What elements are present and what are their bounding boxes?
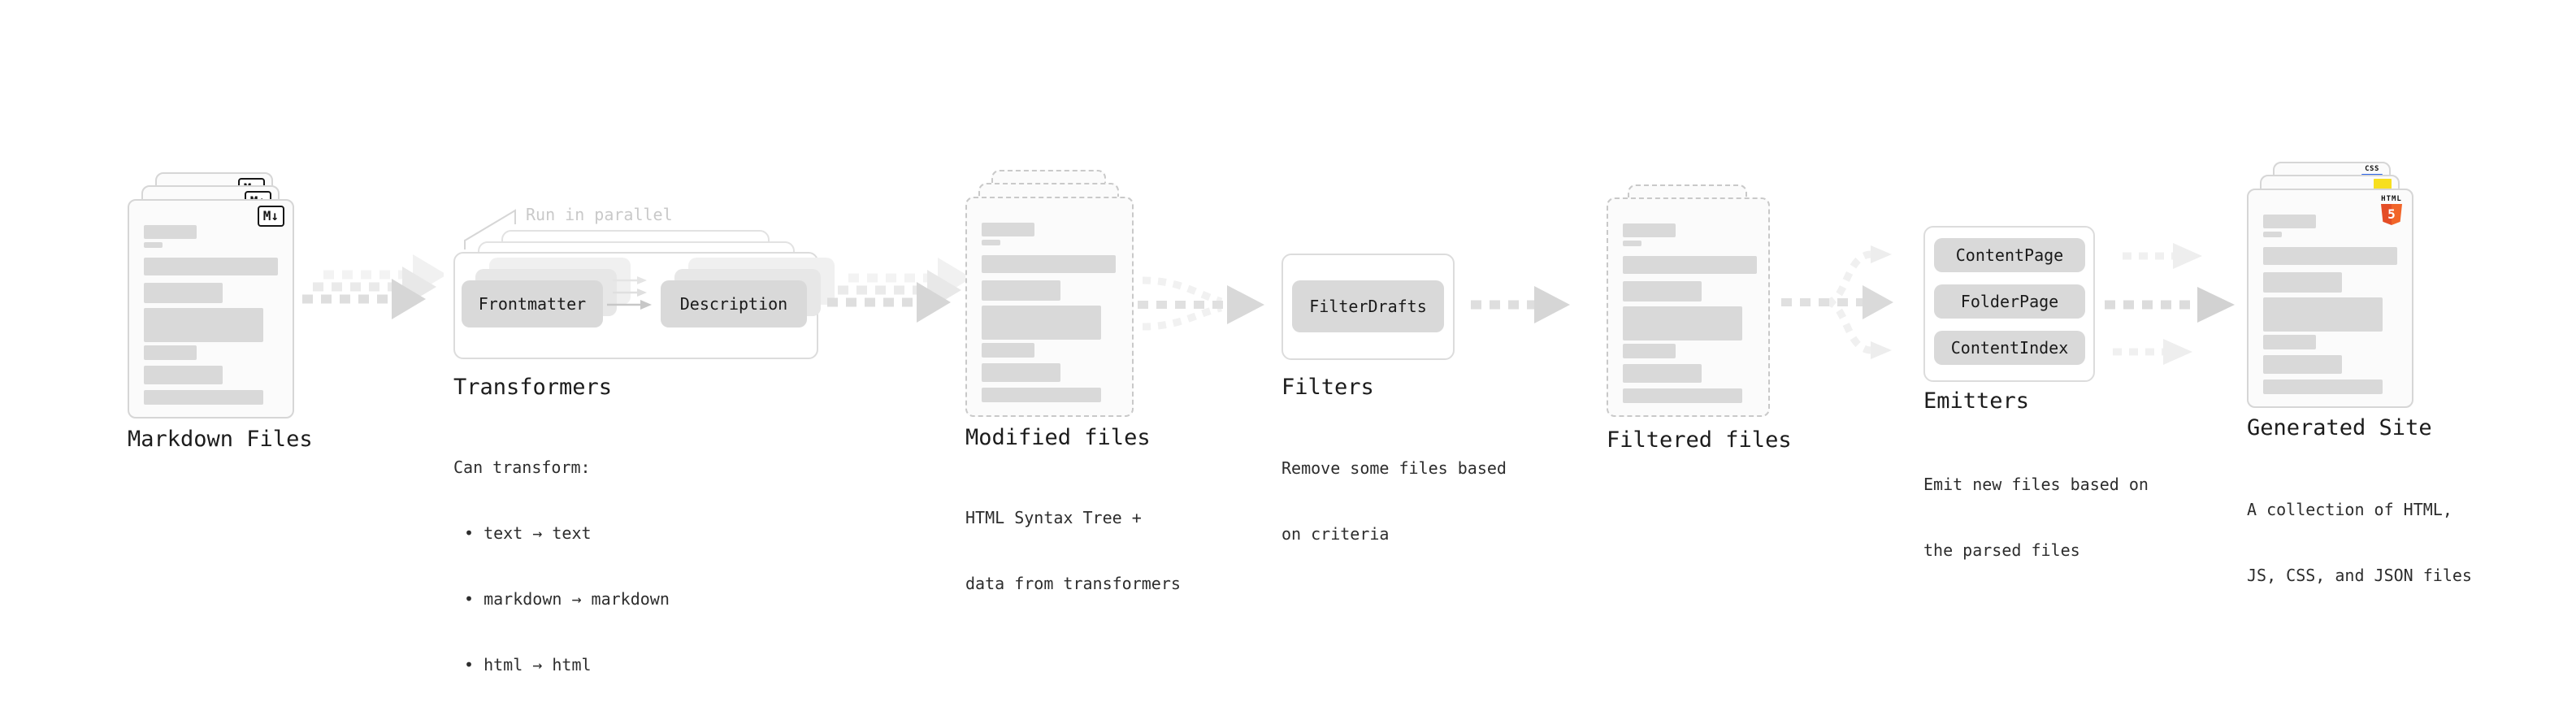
skeleton-text-bar xyxy=(982,363,1060,382)
skeleton-text-bar xyxy=(144,242,163,248)
plugin-contentpage: ContentPage xyxy=(1934,238,2085,272)
skeleton-text-bar xyxy=(982,343,1034,358)
stage-title: Generated Site xyxy=(2247,415,2432,440)
caption-line: • text → text xyxy=(464,523,592,543)
skeleton-text-bar xyxy=(144,283,223,303)
caption-line: Emit new files based on xyxy=(1923,475,2149,494)
skeleton-text-bar xyxy=(982,388,1101,402)
skeleton-text-bar xyxy=(1623,306,1742,340)
parallel-flow-arrows-icon xyxy=(302,254,444,319)
caption-line: A collection of HTML, xyxy=(2247,500,2452,519)
skeleton-text-bar xyxy=(144,258,278,275)
stage-title: Transformers xyxy=(453,375,613,400)
skeleton-text-bar xyxy=(1623,281,1702,301)
skeleton-text-bar xyxy=(2263,297,2383,332)
parallel-note: Run in parallel xyxy=(526,205,673,224)
emit-arrow-icon xyxy=(2113,339,2192,365)
skeleton-text-bar xyxy=(2263,232,2282,237)
skeleton-text-bar xyxy=(1623,388,1742,403)
skeleton-text-bar xyxy=(1623,223,1676,237)
plugin-folderpage: FolderPage xyxy=(1934,284,2085,319)
plugin-contentindex: ContentIndex xyxy=(1934,331,2085,365)
skeleton-text-bar xyxy=(2263,247,2397,265)
skeleton-text-bar xyxy=(1623,364,1702,383)
parallel-flow-arrows-icon xyxy=(827,258,969,323)
skeleton-text-bar xyxy=(1623,344,1676,358)
skeleton-text-bar xyxy=(144,390,263,405)
transform-step-arrows-icon xyxy=(607,276,652,310)
merge-arrow-icon xyxy=(1138,276,1264,331)
plugin-description: Description xyxy=(661,280,807,327)
skeleton-text-bar xyxy=(144,345,197,360)
skeleton-text-bar xyxy=(2263,355,2342,374)
skeleton-text-bar xyxy=(144,366,223,384)
plugin-frontmatter: Frontmatter xyxy=(462,280,603,327)
skeleton-text-bar xyxy=(144,225,197,239)
skeleton-text-bar xyxy=(982,240,1000,245)
file-card-front xyxy=(965,197,1134,417)
skeleton-text-bar xyxy=(144,308,263,342)
split-arrow-icon xyxy=(1781,245,1893,359)
skeleton-text-bar xyxy=(2263,335,2316,349)
file-card-front xyxy=(1607,197,1770,417)
skeleton-text-bar xyxy=(982,255,1116,273)
stage-caption: Emit new files based on the parsed files xyxy=(1923,430,2149,605)
caption-line: Can transform: xyxy=(453,458,591,477)
skeleton-text-bar xyxy=(1623,256,1757,274)
file-card-front: M↓ xyxy=(128,199,294,419)
stage-title: Markdown Files xyxy=(128,427,313,452)
emit-arrow-icon xyxy=(2105,287,2235,323)
stage-title: Filters xyxy=(1281,375,1374,400)
caption-line: Remove some files based xyxy=(1281,458,1507,478)
skeleton-text-bar xyxy=(982,223,1034,236)
stage-caption: Can transform: • text → text • markdown … xyxy=(453,413,670,720)
caption-line: • html → html xyxy=(464,655,592,674)
flow-arrow-icon xyxy=(1471,286,1570,323)
file-card-front: HTML 5 xyxy=(2247,189,2413,408)
stage-caption: HTML Syntax Tree + data from transformer… xyxy=(965,463,1181,639)
skeleton-text-bar xyxy=(982,280,1060,301)
skeleton-text-bar xyxy=(2263,215,2316,228)
skeleton-text-bar xyxy=(2263,380,2383,394)
caption-line: on criteria xyxy=(1281,524,1390,544)
caption-line: data from transformers xyxy=(965,574,1181,593)
markdown-badge-icon: M↓ xyxy=(257,206,284,227)
caption-line: JS, CSS, and JSON files xyxy=(2247,566,2472,585)
html5-badge-icon: HTML 5 xyxy=(2379,195,2404,225)
skeleton-text-bar xyxy=(1623,241,1641,246)
js-badge-icon xyxy=(2374,179,2392,189)
caption-line: HTML Syntax Tree + xyxy=(965,508,1142,527)
stage-title: Modified files xyxy=(965,425,1151,450)
caption-line: the parsed files xyxy=(1923,540,2080,560)
stage-caption: A collection of HTML, JS, CSS, and JSON … xyxy=(2247,455,2472,631)
skeleton-text-bar xyxy=(2263,272,2342,293)
caption-line: • markdown → markdown xyxy=(464,589,670,609)
parallel-callout-line-icon xyxy=(464,209,516,249)
plugin-filterdrafts: FilterDrafts xyxy=(1292,280,1444,332)
stage-caption: Remove some files based on criteria xyxy=(1281,414,1507,589)
stage-title: Filtered files xyxy=(1607,427,1792,453)
emit-arrow-icon xyxy=(2123,243,2202,269)
pipeline-diagram: M↓ M↓ M↓ Markdown Files xyxy=(128,162,2472,674)
skeleton-text-bar xyxy=(982,306,1101,340)
stage-title: Emitters xyxy=(1923,388,2030,414)
